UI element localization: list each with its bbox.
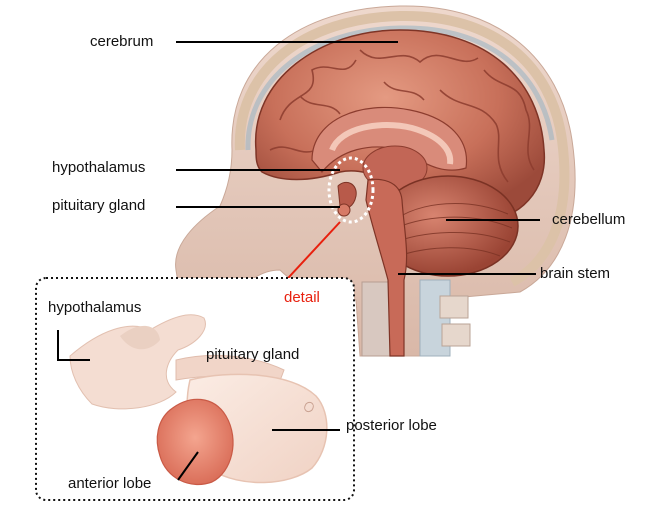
label-cerebrum: cerebrum (90, 33, 154, 50)
detail-focus-ellipse (327, 156, 375, 224)
leader-lines (176, 41, 540, 275)
label-anterior-lobe: anterior lobe (68, 475, 152, 492)
label-detail: detail (284, 289, 320, 306)
label-posterior-lobe: posterior lobe (346, 417, 437, 434)
cerebellum-shape (377, 175, 519, 277)
label-inset-pituitary-gland: pituitary gland (206, 346, 300, 363)
inset-leader-lines (57, 330, 340, 481)
label-pituitary-gland: pituitary gland (52, 197, 146, 214)
brain-stem-shape (365, 178, 408, 357)
leader-anterior-lobe (177, 451, 199, 481)
leader-inset-hypothalamus (57, 330, 90, 361)
pituitary-region (337, 203, 351, 217)
label-hypothalamus: hypothalamus (52, 159, 146, 176)
label-inset-hypothalamus: hypothalamus (48, 299, 142, 316)
detail-inset (35, 277, 355, 501)
label-cerebellum: cerebellum (552, 211, 626, 228)
cerebrum-shape (254, 29, 546, 225)
label-brain-stem: brain stem (540, 265, 611, 282)
